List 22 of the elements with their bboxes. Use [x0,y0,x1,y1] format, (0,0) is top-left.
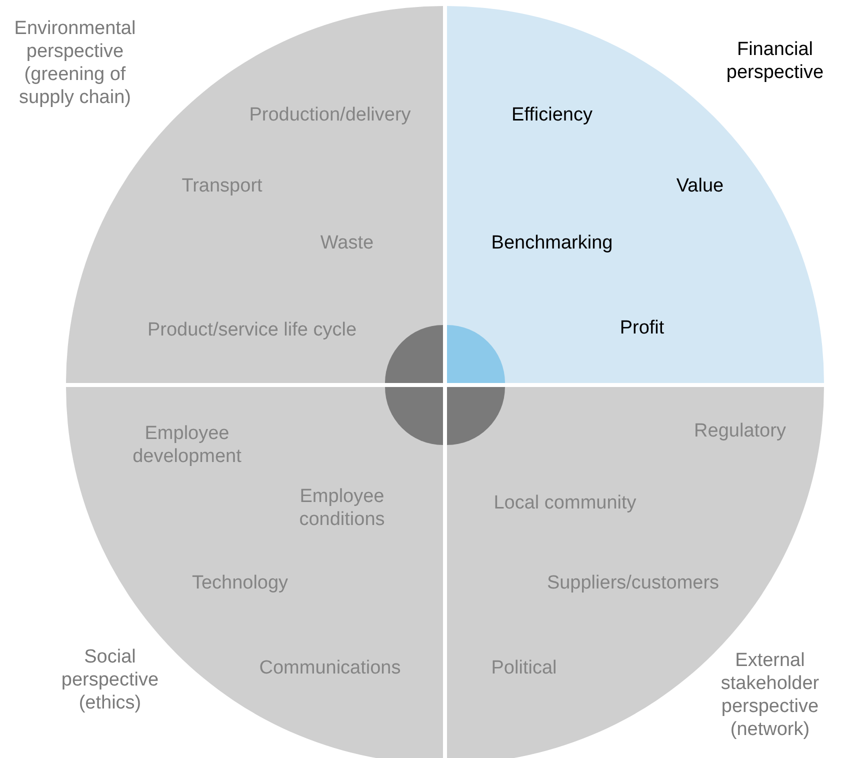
perspective-heading: Environmental perspective (greening of supply chain) [13,17,137,109]
quadrant-sector [447,387,824,758]
factor-label: Technology [192,572,288,594]
perspective-heading: Financial perspective [725,38,825,84]
factor-label: Employee conditions [298,485,386,531]
factor-label: Political [491,656,557,680]
factor-label: Suppliers/customers [546,572,720,594]
factor-label: Employee development [132,422,242,468]
factor-label: Benchmarking [491,232,613,254]
factor-label: Profit [620,316,664,340]
factor-label: Efficiency [512,104,592,126]
factor-label: Local community [494,492,636,514]
factor-label: Value [676,174,724,198]
factor-label: Communications [259,656,401,680]
perspective-heading: Social perspective (ethics) [60,646,160,714]
factor-label: Transport [182,174,262,198]
factor-label: Production/delivery [249,104,411,126]
factor-label: Product/service life cycle [147,318,357,342]
factor-label: Regulatory [694,420,786,442]
perspective-heading: External stakeholder perspective (network) [720,649,820,741]
center-circle [385,325,505,445]
factor-label: Waste [320,232,374,254]
